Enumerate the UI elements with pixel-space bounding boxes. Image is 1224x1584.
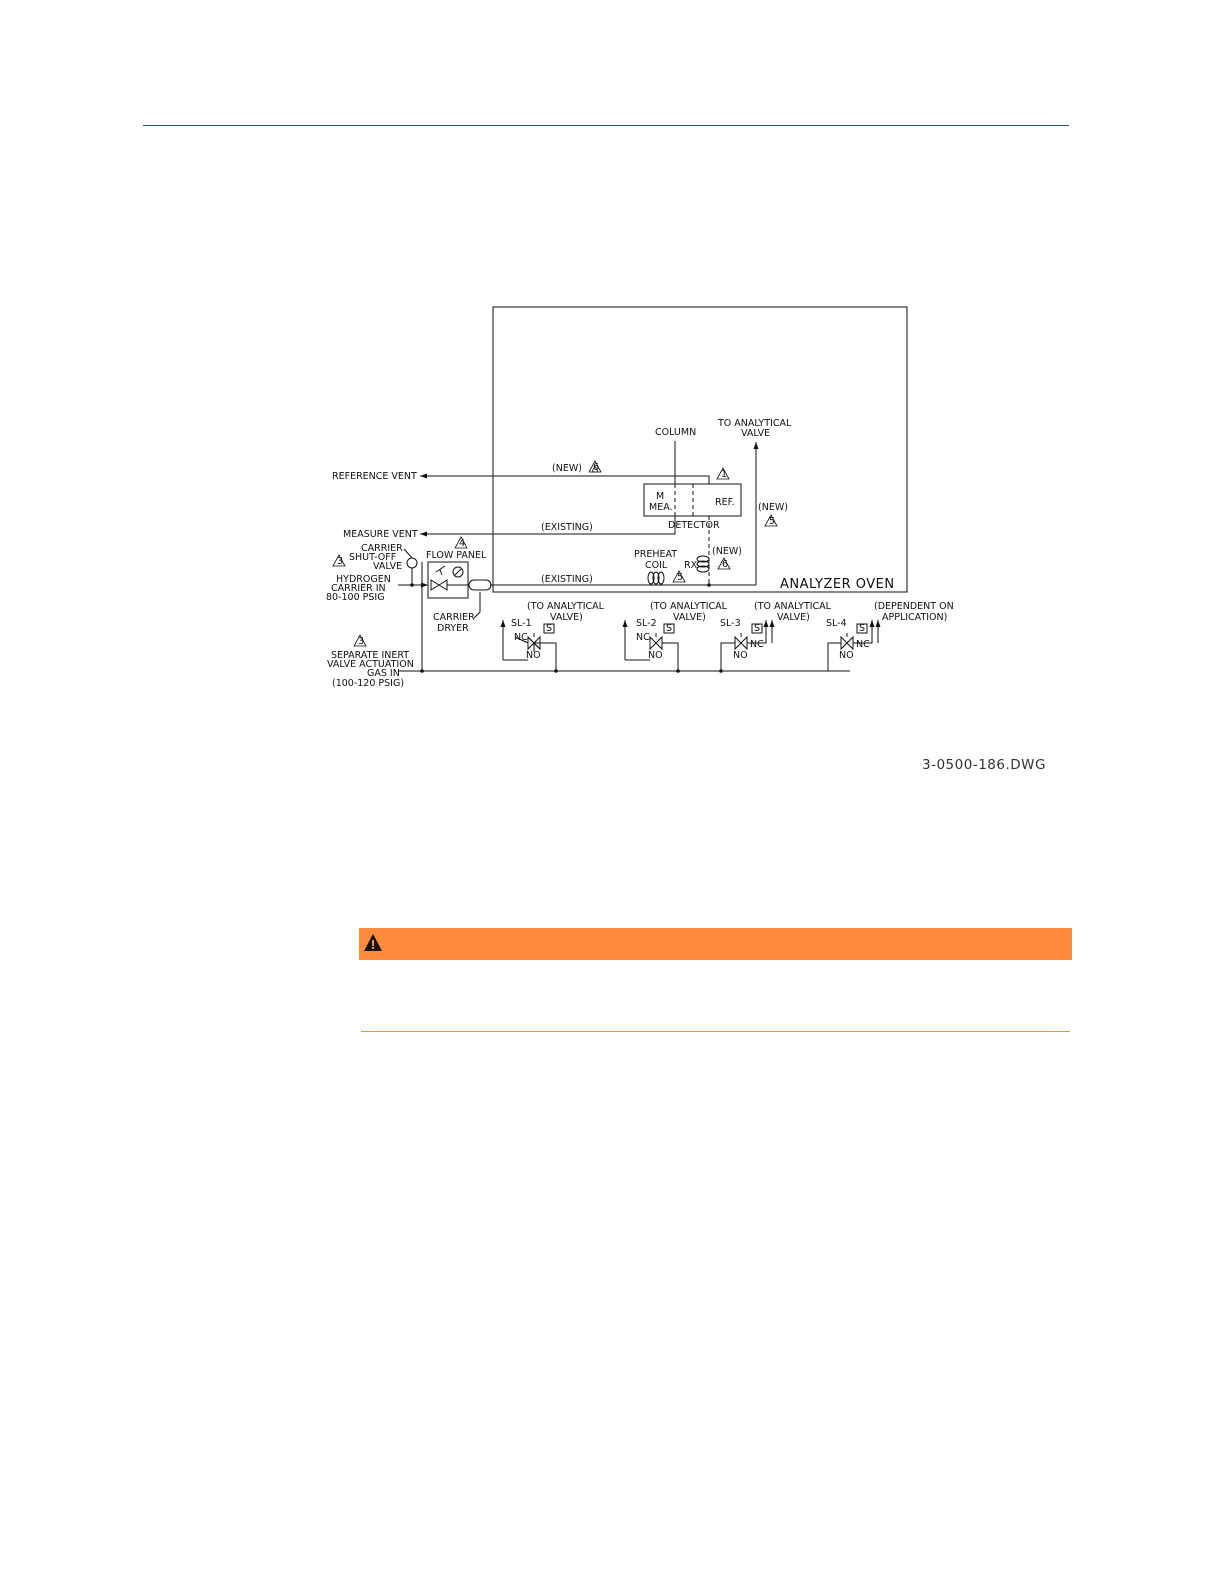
hydrogen-label-3: 80-100 PSIG [326,592,385,603]
carrier-shutoff-label-1: CARRIER [361,543,403,554]
separate-inert-label-3: GAS IN [367,668,400,679]
solenoid-sl-1 [500,620,557,671]
sl3-no: NO [733,650,748,661]
carrier-shutoff-label-2: SHUT-OFF [349,552,396,563]
solenoid-sl-2 [622,620,679,671]
sl3-note-1: (TO ANALYTICAL [754,601,832,612]
analyzer-oven-box [492,306,908,593]
existing-label-measure: (EXISTING) [541,522,593,533]
sl2-nc: NC [636,632,650,643]
sl1-s: S [546,623,552,634]
detector-m-label: M [656,491,664,502]
carrier-dryer [468,579,492,591]
sl1-nc: NC [514,632,528,643]
sl4-nc: NC [856,639,870,650]
header-rule [143,125,1069,126]
hydrogen-label-2: CARRIER IN [331,583,386,594]
sl4-note-2: APPLICATION) [882,612,947,623]
rev-mark-5a: 5 [769,516,775,527]
rev-mark-6b: 6 [722,559,728,570]
to-analytical-label-2: VALVE [741,428,770,439]
hydrogen-label-1: HYDROGEN [336,574,391,585]
sl1-note-1: (TO ANALYTICAL [527,601,605,612]
rev-mark-3a: 3 [337,556,343,567]
sl2-s: S [666,623,672,634]
sl3-nc: NC [750,639,764,650]
drawing-reference: 3-0500-186.DWG [922,757,1046,773]
sl3-s: S [754,623,760,634]
warning-banner [359,928,1072,960]
rev-mark-3b: 3 [358,636,364,647]
rev-mark-5b: 5 [677,572,683,583]
separate-inert-label-2: VALVE ACTUATION [327,659,414,670]
sl4-no: NO [839,650,854,661]
sl1-no: NO [526,650,541,661]
sl-1-label: SL-1 [511,618,532,629]
sl4-s: S [859,623,865,634]
sl2-no: NO [648,650,663,661]
existing-label-carrier: (EXISTING) [541,574,593,585]
measure-vent-line [420,516,676,537]
sl4-note-1: (DEPENDENT ON [874,601,954,612]
flow-panel-box [427,561,469,599]
new-label-top: (NEW) [552,463,582,474]
detector-label: DETECTOR [668,520,720,531]
rev-mark-6a: 6 [593,462,599,473]
reference-vent-line [420,473,710,484]
sl-2-label: SL-2 [636,618,657,629]
sl3-note-2: VALVE) [777,612,810,623]
rev-mark-1: 1 [721,469,727,480]
carrier-dryer-label-2: DRYER [437,623,469,634]
column-label: COLUMN [655,427,696,438]
reference-vent-label: REFERENCE VENT [332,471,417,482]
preheat-label-2: COIL [645,560,668,571]
warning-rule [361,1031,1070,1032]
sl-3-label: SL-3 [720,618,741,629]
sl2-note-2: VALVE) [673,612,706,623]
separate-inert-label-1: SEPARATE INERT [331,650,409,661]
measure-vent-label: MEASURE VENT [343,529,418,540]
separate-inert-label-4: (100-120 PSIG) [332,678,404,689]
rx-coil [696,555,710,573]
sl1-note-2: VALVE) [550,612,583,623]
flow-diagram: ANALYZER OVEN COLUMN TO ANALYTICAL VALVE… [326,306,954,689]
revision-marks [332,460,778,647]
detector-mea-label: MEA. [649,502,673,513]
warning-triangle-icon [364,934,382,951]
detector-ref-label: REF. [715,497,735,508]
rev-mark-4: 4 [459,538,465,549]
preheat-coil [647,571,665,585]
new-label-right: (NEW) [758,502,788,513]
to-analytical-label-1: TO ANALYTICAL [717,418,792,429]
sl-4-label: SL-4 [826,618,847,629]
preheat-label-1: PREHEAT [634,549,677,560]
carrier-shutoff-valve [406,557,418,569]
carrier-dryer-label-1: CARRIER [433,612,475,623]
carrier-shutoff-label-3: VALVE [373,561,402,572]
rx-label: RX [684,560,698,571]
solenoid-sl-3 [720,620,775,671]
new-label-rx: (NEW) [712,546,742,557]
sl2-note-1: (TO ANALYTICAL [650,601,728,612]
solenoid-sl-4 [827,620,881,671]
oven-label: ANALYZER OVEN [780,577,895,592]
flow-panel-label: FLOW PANEL [426,550,487,561]
